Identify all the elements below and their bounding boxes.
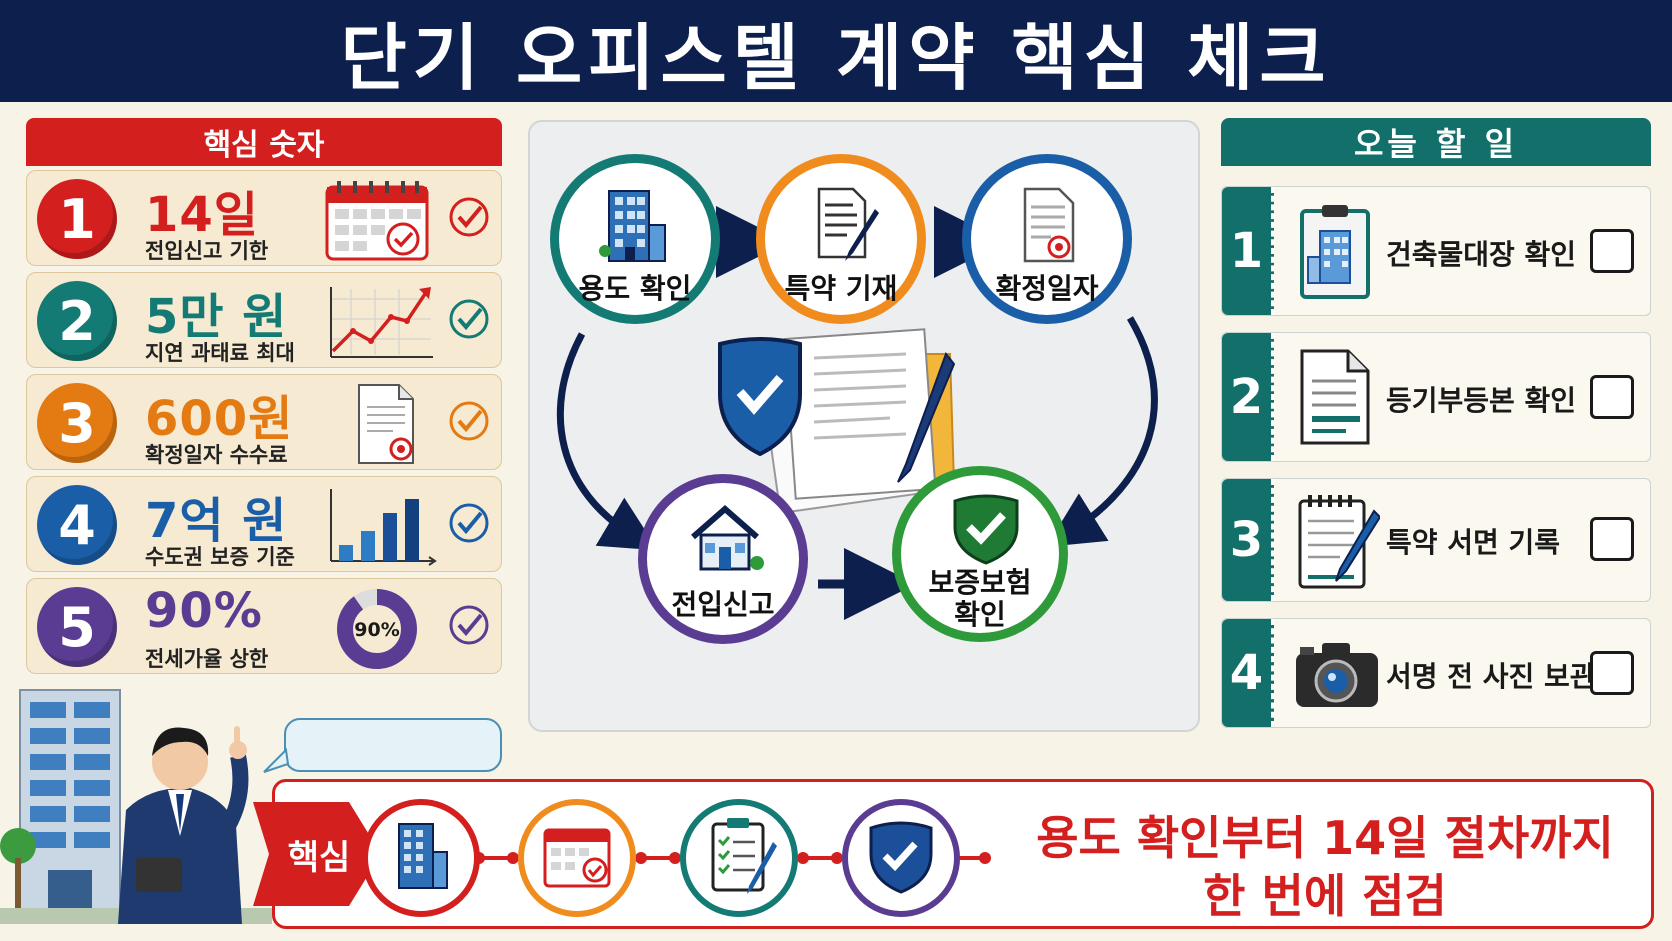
- contract-documents-icon: [718, 328, 956, 514]
- number-card-1: 1 14일 전입신고 기한: [26, 170, 502, 266]
- check-circle-icon: [449, 605, 489, 645]
- number-caption: 확정일자 수수료: [145, 443, 288, 467]
- number-card-2: 2 5만 원 지연 과태료 최대: [26, 272, 502, 368]
- summary-banner: 핵심 용도 확인부터 14일 절차까지 한 번에 점검: [253, 779, 1654, 929]
- number-badge: 4: [37, 485, 117, 565]
- todo-number: 4: [1222, 619, 1274, 727]
- process-flow-panel: 용도 확인 특약 기재 확정일자 전입신고: [528, 120, 1200, 732]
- flow-step-2: 특약 기재: [756, 154, 926, 324]
- speech-bubble: [284, 718, 502, 772]
- flow-step-3: 확정일자: [962, 154, 1132, 324]
- page-header: 단기 오피스텔 계약 핵심 체크: [0, 0, 1672, 102]
- todo-item-3: 3 특약 서면 기록: [1221, 478, 1651, 602]
- document-pen-icon: [817, 187, 879, 261]
- number-value: 5만 원: [145, 289, 288, 345]
- todo-number: 1: [1222, 187, 1274, 315]
- office-worker-illustration: [0, 689, 272, 924]
- core-tag-arrow: [253, 802, 381, 906]
- house-icon: [691, 505, 764, 571]
- number-caption: 수도권 보증 기준: [145, 545, 295, 569]
- number-badge: 1: [37, 179, 117, 259]
- flow-step-label: 전입신고: [671, 588, 775, 621]
- todo-checkbox[interactable]: [1590, 229, 1634, 273]
- flow-step-4: 전입신고: [638, 474, 808, 644]
- core-tag-label: 핵심: [287, 838, 351, 878]
- page-title: 단기 오피스텔 계약 핵심 체크: [340, 15, 1332, 100]
- building-icon: [599, 190, 666, 262]
- number-badge: 3: [37, 383, 117, 463]
- donut-chart-icon: 90%: [337, 589, 417, 669]
- camera-icon: [1296, 643, 1378, 707]
- flow-step-label-line: 확인: [954, 598, 1006, 631]
- todo-item-4: 4 서명 전 사진 보관: [1221, 618, 1651, 728]
- flow-step-label: 용도 확인: [578, 272, 692, 305]
- todo-number: 2: [1222, 333, 1274, 461]
- shield-check-icon: [953, 494, 1019, 565]
- todo-number: 3: [1222, 479, 1274, 601]
- summary-line-1: 용도 확인부터 14일 절차까지: [1036, 811, 1614, 865]
- todo-label: 특약 서면 기록: [1386, 526, 1561, 559]
- bar-chart-icon: [330, 489, 437, 566]
- number-card-3: 3 600원 확정일자 수수료: [26, 374, 502, 470]
- check-circle-icon: [449, 401, 489, 441]
- notepad-pen-icon: [1298, 495, 1380, 589]
- donut-label: 90%: [354, 619, 399, 641]
- number-value: 600원: [145, 391, 294, 447]
- flow-step-5: 보증보험 확인: [892, 466, 1068, 642]
- check-circle-icon: [449, 299, 489, 339]
- number-badge: 2: [37, 281, 117, 361]
- number-card-5: 5 90% 전세가율 상한 90%: [26, 578, 502, 674]
- calendar-icon: [325, 181, 429, 261]
- stamped-document-icon: [358, 384, 414, 464]
- todo-item-1: 1 건축물대장 확인: [1221, 186, 1651, 316]
- todo-item-2: 2 등기부등본 확인: [1221, 332, 1651, 462]
- flow-step-label: 특약 기재: [784, 272, 898, 305]
- check-circle-icon: [449, 503, 489, 543]
- rising-line-chart-icon: [330, 287, 433, 358]
- todo-checkbox[interactable]: [1590, 651, 1634, 695]
- number-value: 14일: [145, 187, 259, 243]
- flow-step-label: 확정일자: [995, 272, 1099, 305]
- flow-step-label-line: 보증보험: [928, 566, 1032, 599]
- summary-step-icons: [365, 799, 991, 917]
- todo-checkbox[interactable]: [1590, 375, 1634, 419]
- check-circle-icon: [449, 197, 489, 237]
- document-icon: [1300, 349, 1370, 445]
- flow-step-label: 보증보험 확인: [901, 567, 1059, 631]
- todo-label: 등기부등본 확인: [1386, 384, 1577, 417]
- clipboard-building-icon: [1300, 205, 1370, 299]
- number-value: 7억 원: [145, 493, 288, 549]
- todo-panel-title: 오늘 할 일: [1221, 118, 1651, 166]
- stamped-document-icon: [1023, 187, 1075, 263]
- todo-checkbox[interactable]: [1590, 517, 1634, 561]
- summary-line-2: 한 번에 점검: [1203, 869, 1447, 923]
- todo-label: 건축물대장 확인: [1386, 238, 1577, 271]
- flow-step-1: 용도 확인: [550, 154, 720, 324]
- speech-bubble-tail: [263, 748, 290, 773]
- number-caption: 전세가율 상한: [145, 647, 269, 671]
- number-caption: 지연 과태료 최대: [145, 341, 295, 365]
- number-caption: 전입신고 기한: [145, 239, 269, 263]
- todo-label: 서명 전 사진 보관: [1386, 660, 1596, 693]
- number-badge: 5: [37, 587, 117, 667]
- numbers-panel-title: 핵심 숫자: [26, 118, 502, 166]
- number-value: 90%: [145, 583, 263, 639]
- number-card-4: 4 7억 원 수도권 보증 기준: [26, 476, 502, 572]
